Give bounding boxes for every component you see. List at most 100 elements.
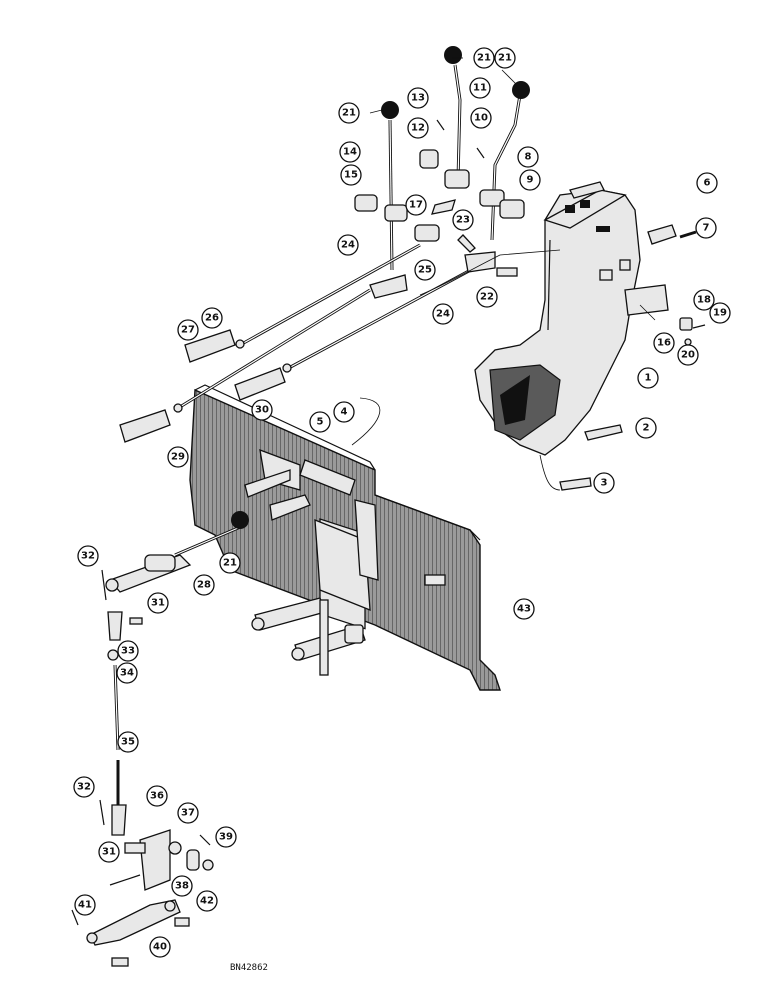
callout-20: 20 — [677, 344, 699, 366]
callout-21: 21 — [494, 47, 516, 69]
callout-7: 7 — [695, 217, 717, 239]
callout-34: 34 — [116, 662, 138, 684]
callout-label: 39 — [219, 832, 233, 843]
callout-label: 41 — [78, 900, 92, 911]
callout-17: 17 — [405, 194, 427, 216]
callout-1: 1 — [637, 367, 659, 389]
shift-levers — [354, 46, 530, 271]
callout-label: 31 — [151, 598, 165, 609]
callout-3: 3 — [593, 472, 615, 494]
callout-21: 21 — [219, 552, 241, 574]
callout-label: 38 — [175, 881, 189, 892]
callout-label: 24 — [436, 309, 450, 320]
callout-21: 21 — [473, 47, 495, 69]
callout-42: 42 — [196, 890, 218, 912]
callout-39: 39 — [215, 826, 237, 848]
callout-label: 34 — [120, 668, 134, 679]
callout-label: 21 — [342, 108, 356, 119]
callout-25: 25 — [414, 259, 436, 281]
callout-label: 35 — [121, 737, 135, 748]
leader-lines — [351, 57, 656, 491]
callout-label: 33 — [121, 646, 135, 657]
callout-24: 24 — [432, 303, 454, 325]
knob-21-left — [381, 101, 399, 119]
callout-22: 22 — [476, 286, 498, 308]
callout-15: 15 — [340, 164, 362, 186]
callout-label: 9 — [527, 175, 534, 186]
mounting-plate — [189, 384, 501, 691]
callout-label: 16 — [657, 338, 671, 349]
callout-label: 27 — [181, 325, 195, 336]
callout-10: 10 — [470, 107, 492, 129]
callout-label: 25 — [418, 265, 432, 276]
callout-37: 37 — [177, 802, 199, 824]
callout-28: 28 — [193, 574, 215, 596]
callout-label: 6 — [704, 178, 711, 189]
callout-19: 19 — [709, 302, 731, 324]
callout-label: 28 — [197, 580, 211, 591]
callout-label: 20 — [681, 350, 695, 361]
control-housing — [474, 189, 641, 456]
callout-label: 13 — [411, 93, 425, 104]
callout-38: 38 — [171, 875, 193, 897]
lower-lever-assembly — [251, 597, 366, 676]
callout-label: 5 — [317, 417, 324, 428]
callout-label: 10 — [474, 113, 488, 124]
callout-4: 4 — [333, 401, 355, 423]
callout-label: 11 — [473, 83, 487, 94]
callout-27: 27 — [177, 319, 199, 341]
callout-label: 2 — [643, 423, 650, 434]
callout-2: 2 — [635, 417, 657, 439]
callout-label: 42 — [200, 896, 214, 907]
callout-label: 22 — [480, 292, 494, 303]
callout-label: 15 — [344, 170, 358, 181]
callout-label: 36 — [150, 791, 164, 802]
callout-label: 26 — [205, 313, 219, 324]
callout-32: 32 — [77, 545, 99, 567]
drawing-code: BN42862 — [230, 963, 268, 973]
callout-13: 13 — [407, 87, 429, 109]
callout-18: 18 — [693, 289, 715, 311]
callout-label: 37 — [181, 808, 195, 819]
callout-label: 8 — [525, 152, 532, 163]
callout-29: 29 — [167, 446, 189, 468]
callout-label: 4 — [341, 407, 348, 418]
callout-label: 40 — [153, 942, 167, 953]
callout-label: 23 — [456, 215, 470, 226]
right-hardware — [559, 181, 706, 491]
callout-label: 12 — [411, 123, 425, 134]
callout-label: 29 — [171, 452, 185, 463]
callout-label: 32 — [81, 551, 95, 562]
callout-11: 11 — [469, 77, 491, 99]
callout-30: 30 — [251, 399, 273, 421]
callout-14: 14 — [339, 141, 361, 163]
callout-40: 40 — [149, 936, 171, 958]
callout-31: 31 — [147, 592, 169, 614]
callout-43: 43 — [513, 598, 535, 620]
callout-label: 21 — [498, 53, 512, 64]
callout-21: 21 — [338, 102, 360, 124]
callout-label: 7 — [703, 223, 710, 234]
callout-41: 41 — [74, 894, 96, 916]
callout-16: 16 — [653, 332, 675, 354]
callout-label: 14 — [343, 147, 357, 158]
callout-label: 17 — [409, 200, 423, 211]
callout-8: 8 — [517, 146, 539, 168]
callout-label: 24 — [341, 240, 355, 251]
callout-label: 18 — [697, 295, 711, 306]
callout-label: 31 — [102, 847, 116, 858]
callout-label: 30 — [255, 405, 269, 416]
cross-shaft-assembly — [71, 511, 249, 967]
callout-32: 32 — [73, 776, 95, 798]
callout-label: 32 — [77, 782, 91, 793]
callout-label: 3 — [601, 478, 608, 489]
callout-12: 12 — [407, 117, 429, 139]
callout-label: 43 — [517, 604, 531, 615]
callout-26: 26 — [201, 307, 223, 329]
callout-label: 21 — [477, 53, 491, 64]
callout-5: 5 — [309, 411, 331, 433]
callout-24: 24 — [337, 234, 359, 256]
callout-label: 21 — [223, 558, 237, 569]
